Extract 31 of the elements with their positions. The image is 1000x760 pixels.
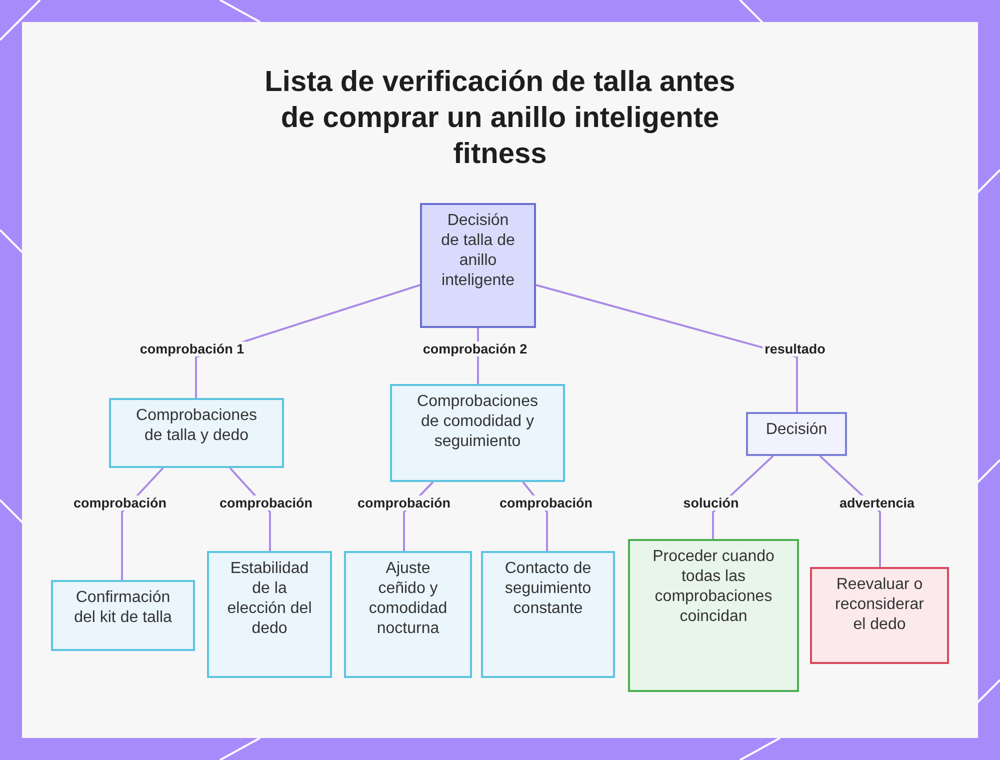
edge-label: comprobación: [218, 496, 314, 510]
edge-label: solución: [681, 496, 741, 510]
node-text: Comprobaciones de comodidad y seguimiento: [416, 392, 539, 452]
node-text: Contacto de seguimiento constante: [504, 559, 592, 619]
node-text: Comprobaciones de talla y dedo: [135, 406, 258, 446]
process-box: [746, 412, 847, 456]
node-text: Reevaluar o reconsiderar el dedo: [834, 575, 925, 635]
edge-label: comprobación 2: [420, 342, 530, 356]
process-box: [390, 384, 565, 482]
process-box: [344, 551, 472, 678]
process-box: [51, 580, 195, 651]
edge-label: comprobación: [356, 496, 452, 510]
node-text: Confirmación del kit de talla: [73, 588, 173, 628]
process-box: [109, 398, 284, 468]
node-text: Decisión de talla de anillo inteligente: [440, 211, 516, 291]
node-text: Decisión: [766, 420, 828, 440]
edge-label: advertencia: [837, 496, 917, 510]
node-text: Ajuste ceñido y comodidad nocturna: [368, 559, 448, 639]
title: Lista de verificación de talla antes de comprar un anillo inteligente fitness: [264, 65, 736, 172]
edge-label: comprobación: [498, 496, 594, 510]
node-text: Proceder cuando todas las comprobaciones coincidan: [652, 547, 776, 627]
node-text: Estabilidad de la elección del dedo: [226, 559, 313, 639]
process-box: [810, 567, 949, 664]
process-box: [207, 551, 332, 678]
edge-label: comprobación 1: [138, 342, 246, 356]
process-box: [628, 539, 799, 692]
edge-label: resultado: [762, 342, 828, 356]
connector-line: [536, 284, 798, 412]
edge-label: comprobación: [72, 496, 168, 510]
process-box: [420, 203, 536, 328]
process-box: [481, 551, 615, 678]
